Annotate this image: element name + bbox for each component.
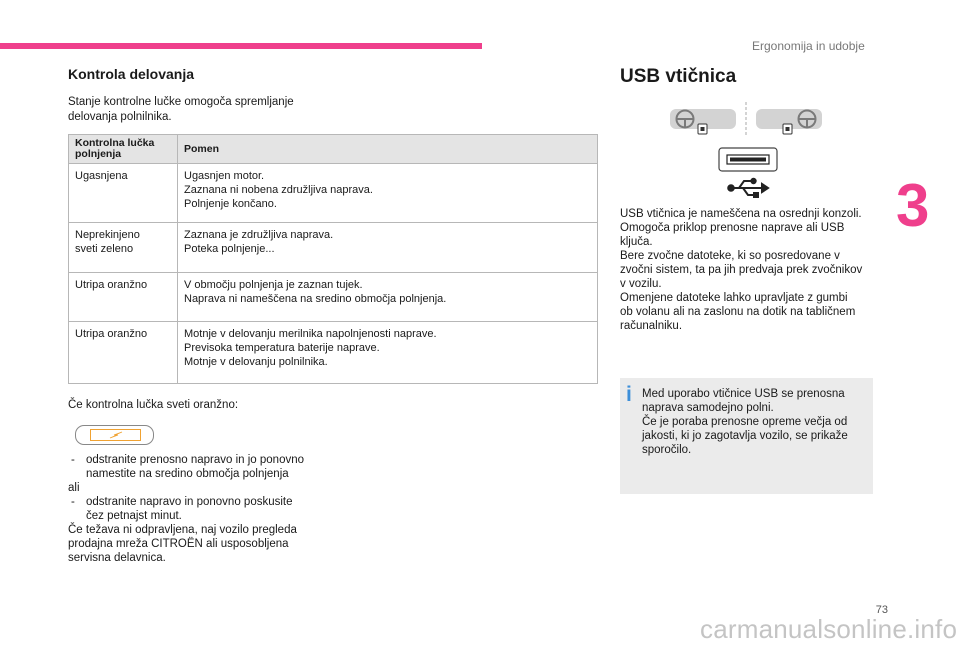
cell-line: Neprekinjeno	[75, 229, 140, 241]
info-line: Če je poraba prenosne opreme večja od	[642, 416, 848, 428]
orange-light-question: Če kontrolna lučka sveti oranžno:	[68, 399, 239, 411]
description-line: USB vtičnica je nameščena na osrednji ko…	[620, 208, 862, 220]
right-hand-drive-icon	[756, 109, 822, 135]
info-note-text: Med uporabo vtičnice USB se prenosna nap…	[642, 387, 867, 457]
instruction-line: čez petnajst minut.	[86, 510, 182, 522]
usb-description: USB vtičnica je nameščena na osrednji ko…	[620, 207, 882, 333]
cell-line: Polnjenje končano.	[184, 198, 277, 210]
watermark: carmanualsonline.info	[700, 614, 958, 644]
left-hand-drive-icon	[670, 109, 736, 135]
cell-line: Zaznana je združljiva naprava.	[184, 229, 334, 241]
intro-line: Stanje kontrolne lučke omogoča spremljan…	[68, 96, 294, 108]
intro-line: delovanja polnilnika.	[68, 111, 172, 123]
troubleshooting-text: - odstranite prenosno napravo in jo pono…	[68, 453, 358, 565]
dash-bullet: -	[71, 496, 75, 508]
table-cell-state: Utripa oranžno	[68, 321, 178, 384]
cell-line: V območju polnjenja je zaznan tujek.	[184, 279, 363, 291]
table-cell-meaning: Motnje v delovanju merilnika napolnjenos…	[177, 321, 598, 384]
dash-bullet: -	[71, 454, 75, 466]
section-accent-bar	[0, 43, 482, 49]
instruction-line: namestite na sredino območja polnjenja	[86, 468, 289, 480]
description-line: ključa.	[620, 236, 653, 248]
cell-line: sveti zeleno	[75, 243, 134, 255]
description-line: zvočni sistem, ta pa jih predvaja prek z…	[620, 264, 863, 276]
instruction-item: - odstranite napravo in ponovno poskusit…	[68, 495, 358, 523]
charging-lamp-frame	[90, 429, 141, 441]
section-heading-usb: USB vtičnica	[620, 66, 737, 87]
table-row: Utripa oranžno V območju polnjenja je za…	[68, 272, 598, 322]
cell-line: Utripa oranžno	[75, 279, 148, 291]
cell-line: Poteka polnjenje...	[184, 243, 275, 255]
closing-line: servisna delavnica.	[68, 552, 166, 564]
description-line: v vozilu.	[620, 278, 662, 290]
info-line: sporočilo.	[642, 444, 692, 456]
section-heading-charging-control: Kontrola delovanja	[68, 66, 195, 82]
table-cell-state: Neprekinjeno sveti zeleno	[68, 222, 178, 273]
column-header-indicator: Kontrolna lučka polnjenja	[68, 134, 178, 164]
info-line: jakosti, ki jo zagotavlja vozilo, se pri…	[642, 430, 848, 442]
page-number: 73	[875, 604, 888, 616]
usb-symbol-icon	[727, 177, 770, 198]
running-header: Ergonomija in udobje	[752, 39, 865, 53]
description-line: Bere zvočne datoteke, ki so posredovane …	[620, 250, 840, 262]
closing-line: Če težava ni odpravljena, naj vozilo pre…	[68, 524, 297, 536]
info-icon: i	[626, 383, 632, 406]
closing-line: prodajna mreža CITROËN ali usposobljena	[68, 538, 289, 550]
table-row: Ugasnjena Ugasnjen motor. Zaznana ni nob…	[68, 163, 598, 223]
table-cell-state: Ugasnjena	[68, 163, 178, 223]
instruction-line: odstranite napravo in ponovno poskusite	[86, 496, 293, 508]
instruction-line: odstranite prenosno napravo in jo ponovn…	[86, 454, 305, 466]
info-note-box: i Med uporabo vtičnice USB se prenosna n…	[620, 378, 873, 494]
usb-socket-illustration	[670, 102, 822, 198]
cell-line: Utripa oranžno	[75, 328, 148, 340]
table-cell-meaning: Ugasnjen motor. Zaznana ni nobena združl…	[177, 163, 598, 223]
info-line: Med uporabo vtičnice USB se prenosna	[642, 388, 845, 400]
chapter-number: 3	[896, 172, 930, 239]
description-line: ob volanu ali na zaslonu na dotik na tab…	[620, 306, 856, 318]
column-header-meaning: Pomen	[177, 134, 598, 164]
cell-line: Motnje v delovanju merilnika napolnjenos…	[184, 328, 437, 340]
description-line: računalniku.	[620, 320, 683, 332]
charging-indicator-lamp-icon	[75, 425, 154, 445]
table-row: Utripa oranžno Motnje v delovanju meriln…	[68, 321, 598, 384]
description-line: Omogoča priklop prenosne naprave ali USB	[620, 222, 845, 234]
description-line: Omenjene datoteke lahko upravljate z gum…	[620, 292, 848, 304]
table-row: Neprekinjeno sveti zeleno Zaznana je zdr…	[68, 222, 598, 273]
cell-line: Ugasnjen motor.	[184, 170, 265, 182]
table-cell-meaning: V območju polnjenja je zaznan tujek. Nap…	[177, 272, 598, 322]
or-text: ali	[68, 482, 80, 494]
lightning-icon	[109, 431, 123, 439]
usb-port-icon	[718, 147, 778, 172]
charging-indicator-table: Kontrolna lučka polnjenja Pomen Ugasnjen…	[68, 134, 598, 384]
cell-line: Previsoka temperatura baterije naprave.	[184, 342, 380, 354]
instruction-item: - odstranite prenosno napravo in jo pono…	[68, 453, 358, 481]
cell-line: Motnje v delovanju polnilnika.	[184, 356, 328, 368]
info-line: naprava samodejno polni.	[642, 402, 774, 414]
table-cell-state: Utripa oranžno	[68, 272, 178, 322]
cell-line: Zaznana ni nobena združljiva naprava.	[184, 184, 373, 196]
intro-paragraph: Stanje kontrolne lučke omogoča spremljan…	[68, 95, 348, 125]
cell-line: Naprava ni nameščena na sredino območja …	[184, 293, 447, 305]
cell-line: Ugasnjena	[75, 170, 128, 182]
table-header-row: Kontrolna lučka polnjenja Pomen	[68, 134, 598, 164]
table-cell-meaning: Zaznana je združljiva naprava. Poteka po…	[177, 222, 598, 273]
